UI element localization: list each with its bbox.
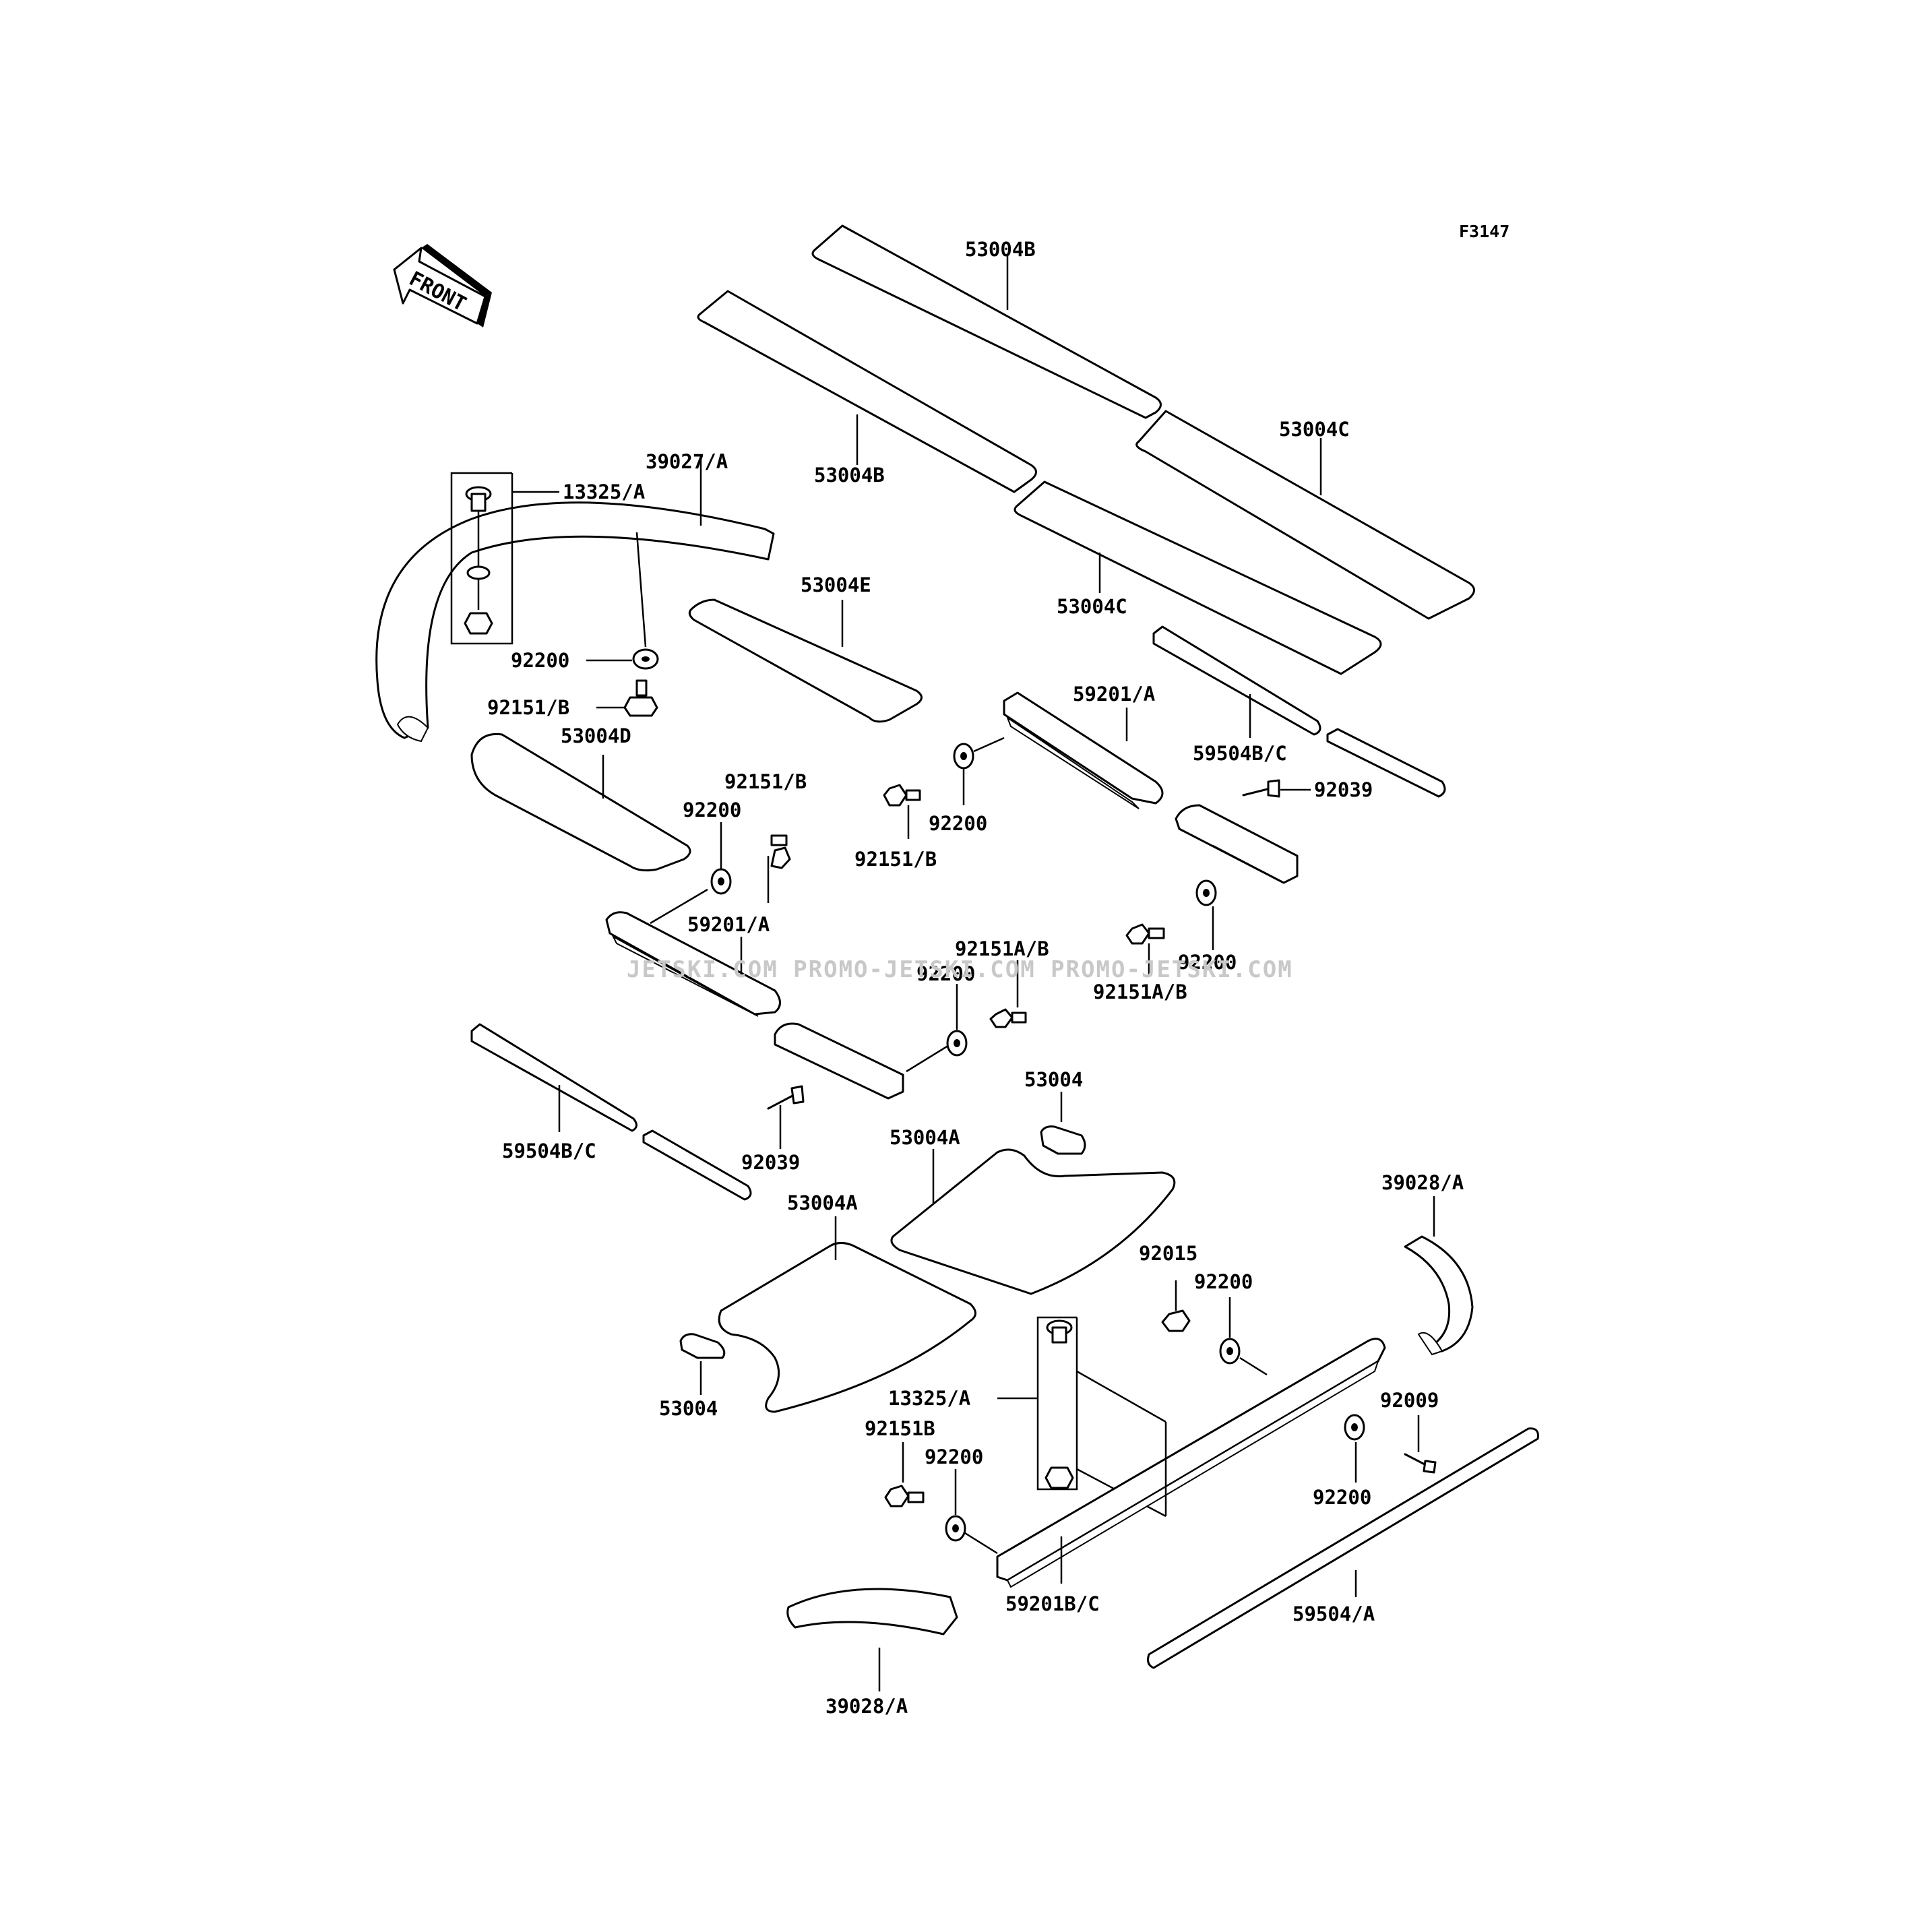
rail-59201bc[interactable]	[996, 1338, 1386, 1588]
label-59201a-right: 59201/A	[1073, 683, 1155, 706]
label-53004d: 53004D	[561, 724, 631, 747]
mat-53004a-right[interactable]	[890, 1148, 1176, 1295]
label-53004b-mid: 53004B	[814, 464, 885, 487]
label-53004a-right: 53004A	[890, 1126, 960, 1149]
label-92039-left: 92039	[741, 1151, 800, 1174]
label-92200-b: 92200	[929, 812, 987, 835]
label-92151ab-b: 92151A/B	[1093, 980, 1187, 1003]
bolt-92151b-b[interactable]	[767, 834, 791, 903]
label-92200-a: 92200	[511, 649, 569, 672]
trim-59504bc-right[interactable]	[1152, 625, 1446, 798]
bolt-92151ab-a[interactable]	[989, 960, 1027, 1028]
label-92039-right: 92039	[1314, 778, 1373, 801]
label-59201bc: 59201B/C	[1005, 1592, 1100, 1615]
rail-59201a-right[interactable]	[1003, 691, 1164, 809]
label-13325a-bottom: 13325/A	[888, 1387, 970, 1410]
rivet-92039-right[interactable]	[1242, 779, 1311, 798]
label-92151b-d: 92151B	[865, 1417, 935, 1440]
bolt-92009[interactable]	[1404, 1415, 1437, 1474]
washer-92200-a[interactable]	[586, 532, 659, 670]
bumper-39028a-right[interactable]	[1404, 1196, 1474, 1356]
label-59504a: 59504/A	[1292, 1602, 1375, 1625]
label-39028a-right: 39028/A	[1381, 1171, 1464, 1194]
washer-92200-h[interactable]	[1344, 1414, 1365, 1483]
front-arrow-icon: FRONT	[393, 244, 492, 328]
mat-53004c-mid[interactable]	[1014, 480, 1382, 675]
label-92200-g: 92200	[925, 1445, 983, 1468]
washer-92200-d[interactable]	[946, 984, 968, 1057]
bumper-39028a-bottom[interactable]	[786, 1588, 958, 1691]
label-92151b-a: 92151/B	[487, 696, 569, 719]
bolt-92151b-d[interactable]	[884, 1442, 925, 1507]
bolt-92151ab-b[interactable]	[1125, 923, 1165, 977]
mat-53004d[interactable]	[470, 733, 691, 872]
pad-53004-bottom[interactable]	[679, 1333, 726, 1395]
figure-code: F3147	[1459, 222, 1509, 241]
washer-92200-c[interactable]	[650, 822, 732, 925]
label-59201a-left: 59201/A	[687, 913, 770, 936]
washer-92200-f[interactable]	[1219, 1297, 1268, 1376]
label-92200-h: 92200	[1313, 1486, 1371, 1509]
trim-59504a[interactable]	[1147, 1427, 1539, 1669]
mat-53004b-top[interactable]	[811, 224, 1162, 419]
label-53004c-mid: 53004C	[1057, 595, 1127, 618]
rail-59201a-left[interactable]	[605, 911, 781, 1017]
rail-59201a-left-rear[interactable]	[774, 1022, 951, 1100]
label-39027a: 39027/A	[646, 450, 728, 473]
washer-92200-e[interactable]	[1195, 879, 1217, 950]
washer-92200-g[interactable]	[945, 1469, 998, 1555]
label-92200-d: 92200	[916, 962, 975, 985]
label-39028a-bottom: 39028/A	[825, 1695, 908, 1718]
washer-92200-b[interactable]	[953, 737, 1005, 805]
label-53004-top: 53004	[1024, 1068, 1083, 1091]
label-92151b-c: 92151/B	[854, 848, 937, 871]
bolt-92151b-a[interactable]	[596, 679, 658, 717]
label-92200-e: 92200	[1178, 951, 1237, 974]
label-53004c-right: 53004C	[1279, 418, 1350, 441]
label-53004a-left: 53004A	[787, 1191, 858, 1214]
label-13325a-top: 13325/A	[563, 480, 645, 503]
front-bumper-39027a[interactable]	[375, 458, 775, 743]
watermark: JETSKI.COM PROMO-JETSKI.COM PROMO-JETSKI…	[627, 956, 1293, 983]
label-92009: 92009	[1380, 1389, 1439, 1412]
label-92015: 92015	[1139, 1242, 1197, 1265]
mat-53004e[interactable]	[688, 598, 923, 723]
mat-53004b-mid[interactable]	[697, 290, 1037, 493]
label-59504bc-left: 59504B/C	[502, 1140, 596, 1162]
label-92200-f: 92200	[1194, 1270, 1253, 1293]
label-92200-c: 92200	[683, 799, 741, 821]
label-53004b-top: 53004B	[965, 238, 1036, 261]
mat-53004a-left[interactable]	[718, 1216, 976, 1413]
label-92151b-b: 92151/B	[724, 770, 807, 793]
label-53004-bottom: 53004	[659, 1397, 718, 1420]
rail-59201a-right-rear[interactable]	[1175, 804, 1299, 884]
pad-53004-top[interactable]	[1040, 1092, 1086, 1155]
trim-59504bc-left[interactable]	[470, 1023, 752, 1201]
mat-53004c-right[interactable]	[1135, 410, 1475, 620]
label-59504bc-right: 59504B/C	[1193, 742, 1287, 765]
rivet-92039-left[interactable]	[767, 1085, 805, 1149]
label-92151ab-a: 92151A/B	[955, 937, 1049, 960]
label-53004e: 53004E	[801, 573, 871, 596]
bolt-13325a-top[interactable]	[450, 472, 559, 645]
nut-92015[interactable]	[1161, 1280, 1191, 1332]
bolt-92151b-c[interactable]	[883, 784, 921, 839]
